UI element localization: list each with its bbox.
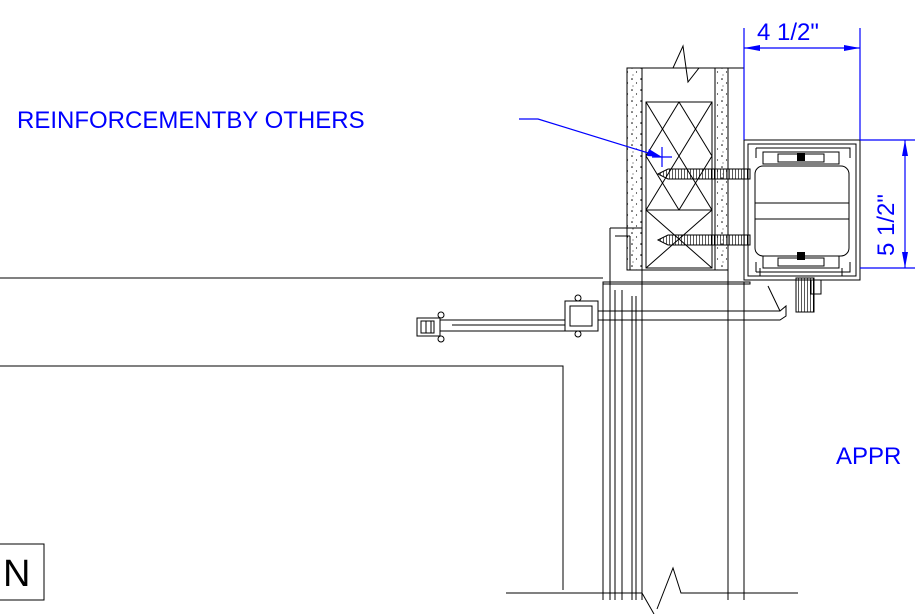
wall-assembly xyxy=(506,44,798,614)
dimension-height-label: 5 1/2" xyxy=(873,194,900,256)
reinforcement-callout: REINFORCEMENTBY OTHERS xyxy=(17,107,672,167)
closer-spindle xyxy=(795,277,815,313)
screw-upper xyxy=(656,168,751,180)
closer-arm-assembly xyxy=(416,277,822,343)
closer-cylinder xyxy=(754,165,850,257)
section-tag-letter: N xyxy=(3,553,30,595)
section-tag: N xyxy=(0,543,45,601)
cap-screw-top xyxy=(797,153,805,161)
dimension-height: 5 1/2" xyxy=(860,139,915,269)
screw-lower xyxy=(656,234,751,246)
wall-break-line-bottom xyxy=(506,566,798,614)
arm-elbow xyxy=(564,300,599,332)
door-slab xyxy=(0,277,603,590)
cap-screw-bottom xyxy=(797,252,805,260)
mounting-screws xyxy=(656,168,751,246)
door-closer-body xyxy=(743,139,861,281)
reinforcement-note: REINFORCEMENTBY OTHERS xyxy=(17,107,365,134)
gypsum-board-left xyxy=(626,67,643,271)
appr-note: APPR xyxy=(836,443,901,470)
door-frame-jamb xyxy=(602,270,745,600)
dimension-width: 4 1/2" xyxy=(743,19,861,140)
dimension-width-label: 4 1/2" xyxy=(757,19,819,46)
wall-break-line-top xyxy=(660,44,744,84)
arm-shoe xyxy=(416,317,441,337)
